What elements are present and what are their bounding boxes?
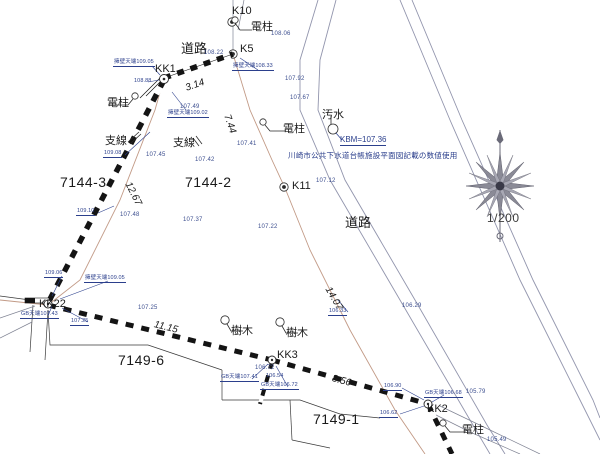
boundary-kk2-south — [425, 402, 455, 454]
sewage-manhole-symbol — [327, 116, 339, 135]
road-corridor-right — [299, 0, 600, 454]
tree-symbols — [220, 315, 298, 334]
boundary-kk3-kk2 — [271, 357, 429, 407]
boundary-kk1-k5 — [163, 51, 234, 81]
kbm-leader-line — [335, 132, 343, 141]
boundary-kk1-kk22 — [45, 78, 167, 305]
annotation-leader-lines — [47, 57, 445, 415]
road-centerline-brown — [0, 53, 426, 454]
boundary-kk1-nw-stub — [139, 75, 163, 99]
survey-station-markers — [43, 74, 433, 409]
boundary-kk3-stub — [258, 361, 274, 405]
compass-rose — [465, 130, 535, 242]
stay-wire-symbols — [127, 131, 203, 147]
utility-pole-symbols — [108, 16, 466, 433]
manhole-symbols — [227, 17, 289, 192]
misc-survey-lines — [0, 0, 541, 454]
boundary-kk22-kk3 — [47, 302, 273, 363]
